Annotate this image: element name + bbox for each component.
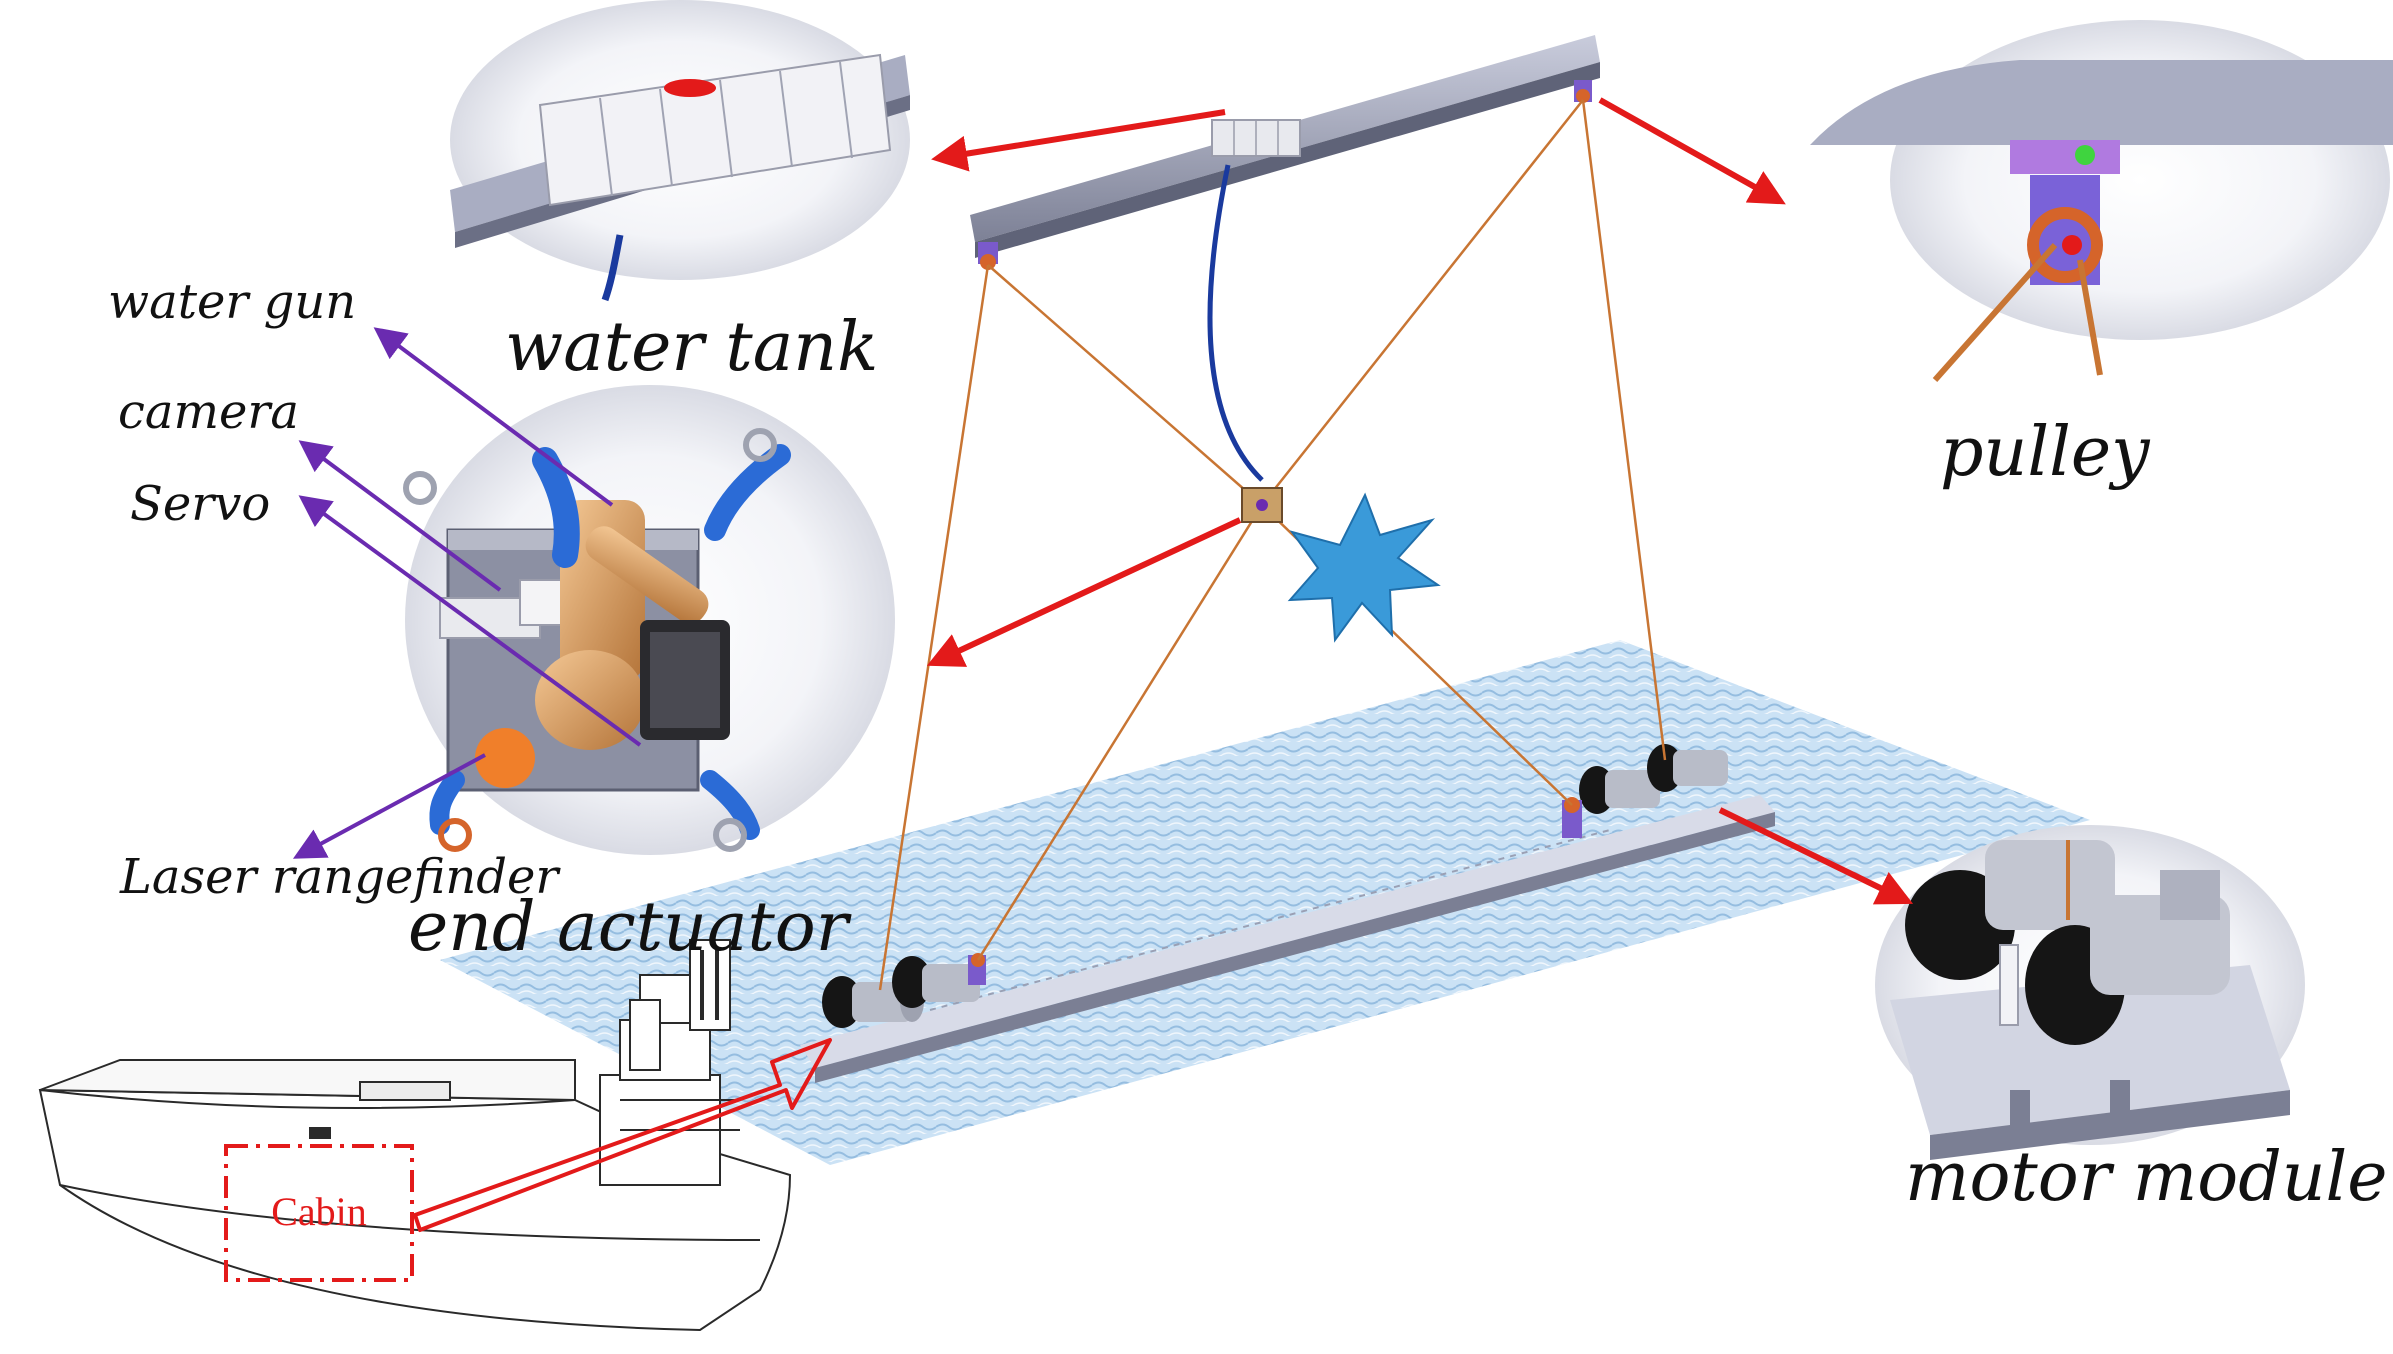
ground-rail <box>800 795 1775 1083</box>
end-actuator-node <box>1241 487 1283 523</box>
motor-icon <box>822 744 1728 1028</box>
ship-icon <box>38 939 792 1332</box>
pulley-callout <box>1810 20 2393 382</box>
callout-arrows <box>926 97 1914 905</box>
motor-module-callout <box>1875 825 2305 1160</box>
cables <box>878 99 1667 991</box>
water-tank-icon <box>538 53 892 207</box>
motor-module-label: motor module <box>1905 1138 2388 1217</box>
laser-rangefinder-icon <box>475 728 535 788</box>
pointer-lines <box>292 327 642 859</box>
cabin-link-arrow <box>413 1038 832 1232</box>
servo-label: Servo <box>130 476 270 532</box>
end-actuator-callout <box>403 385 895 855</box>
water-tank-callout <box>450 0 910 302</box>
water-gun-label: water gun <box>108 274 356 330</box>
water-gun-icon <box>535 500 709 750</box>
camera-label: camera <box>118 384 299 440</box>
burst-icon <box>1287 492 1441 643</box>
pulley-icon <box>1932 175 2103 382</box>
end-actuator-label: end actuator <box>408 888 852 967</box>
water-hose <box>1207 164 1264 482</box>
overhead-beam <box>970 35 1600 270</box>
water-tank-label: water tank <box>505 308 878 387</box>
cabin-box <box>224 1144 414 1282</box>
servo-icon <box>640 620 730 740</box>
cabin-label: Cabin <box>271 1189 367 1234</box>
pulley-label: pulley <box>1940 413 2151 492</box>
laser-rangefinder-label: Laser rangefinder <box>119 849 561 905</box>
